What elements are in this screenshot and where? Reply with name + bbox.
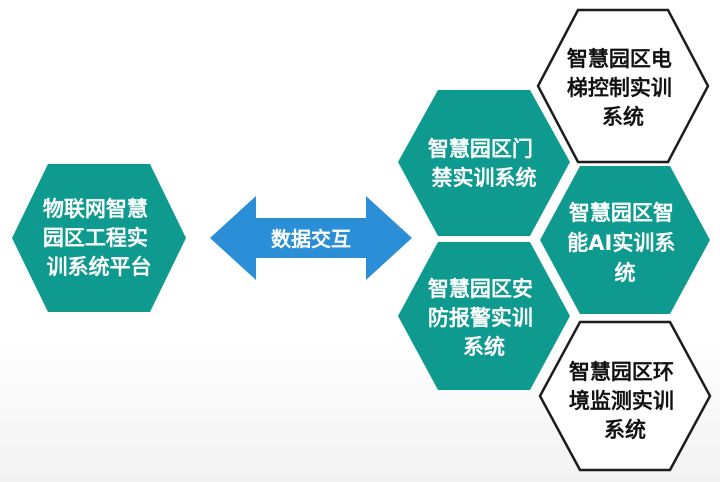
subsystem-label-line: 智慧园区安 bbox=[428, 277, 533, 301]
subsystem-label-line: 智慧园区智 bbox=[569, 201, 674, 225]
subsystem-security-shape bbox=[398, 242, 570, 390]
subsystem-security-label: 智慧园区安 防报警实训 系统 bbox=[428, 277, 540, 359]
subsystem-environment-hexagon: 智慧园区环 境监测实训 系统 bbox=[538, 320, 712, 472]
double-arrow-icon bbox=[210, 196, 412, 280]
subsystem-label-line: 智慧园区电 bbox=[567, 47, 672, 71]
subsystem-security-hexagon: 智慧园区安 防报警实训 系统 bbox=[398, 242, 570, 390]
subsystem-label-line: 境监测实训 bbox=[569, 389, 674, 413]
data-exchange-label: 数据交互 bbox=[271, 227, 351, 251]
subsystem-ai-hexagon: 智慧园区智 能AI实训系 统 bbox=[540, 166, 710, 314]
subsystem-access-shape bbox=[398, 90, 570, 236]
platform-label: 物联网智慧 园区工程实 训系统平台 bbox=[43, 197, 155, 279]
subsystem-label-line: 防报警实训 bbox=[428, 306, 533, 330]
subsystem-ai-label: 智慧园区智 能AI实训系 统 bbox=[567, 201, 682, 285]
platform-label-line: 园区工程实 bbox=[43, 226, 148, 250]
subsystem-ai-shape bbox=[540, 166, 710, 314]
subsystem-label-line: 统 bbox=[615, 261, 636, 285]
subsystem-label-line: 能AI实训系 bbox=[567, 231, 675, 255]
subsystem-elevator-hexagon: 智慧园区电 梯控制实训 系统 bbox=[536, 8, 710, 164]
subsystem-label-line: 智慧园区环 bbox=[569, 360, 674, 384]
data-exchange-arrow: 数据交互 bbox=[210, 196, 412, 280]
subsystem-elevator-label: 智慧园区电 梯控制实训 系统 bbox=[567, 47, 679, 129]
platform-hexagon-shape bbox=[12, 164, 186, 312]
subsystem-environment-shape bbox=[538, 320, 712, 472]
subsystem-elevator-shape bbox=[536, 8, 710, 164]
subsystem-access-hexagon: 智慧园区门 禁实训系统 bbox=[398, 90, 570, 236]
subsystem-label-line: 梯控制实训 bbox=[567, 76, 672, 100]
subsystem-label-line: 禁实训系统 bbox=[432, 166, 537, 190]
platform-label-line: 训系统平台 bbox=[47, 255, 152, 279]
subsystem-label-line: 智慧园区门 bbox=[428, 137, 533, 161]
subsystem-label-line: 系统 bbox=[604, 418, 646, 442]
platform-hexagon: 物联网智慧 园区工程实 训系统平台 bbox=[12, 164, 186, 312]
subsystem-label-line: 系统 bbox=[463, 335, 505, 359]
subsystem-environment-label: 智慧园区环 境监测实训 系统 bbox=[569, 360, 681, 442]
subsystem-label-line: 系统 bbox=[602, 105, 644, 129]
platform-label-line: 物联网智慧 bbox=[43, 197, 148, 221]
subsystem-access-label: 智慧园区门 禁实训系统 bbox=[428, 137, 540, 190]
